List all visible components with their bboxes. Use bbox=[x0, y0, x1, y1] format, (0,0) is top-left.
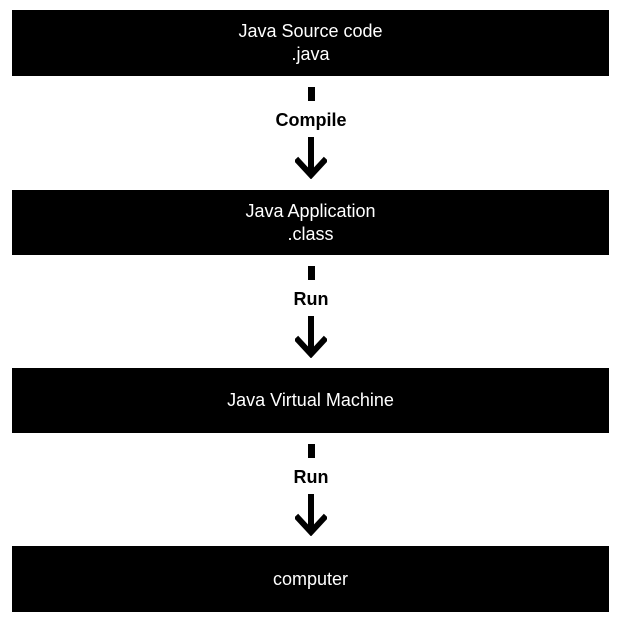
edge-dash bbox=[308, 87, 315, 101]
node-java-source-code: Java Source code .java bbox=[12, 10, 609, 76]
arrow-down-icon bbox=[295, 137, 327, 179]
edge-compile: Compile bbox=[211, 76, 411, 190]
edge-dash bbox=[308, 444, 315, 458]
edge-dash bbox=[308, 266, 315, 280]
edge-run-jvm: Run bbox=[211, 255, 411, 369]
node-extension: .java bbox=[291, 44, 330, 64]
arrow-down-icon bbox=[295, 494, 327, 536]
edge-label: Run bbox=[293, 289, 329, 309]
node-title: computer bbox=[272, 568, 349, 589]
edge-label: Run bbox=[293, 467, 329, 487]
arrow-down-icon bbox=[295, 316, 327, 358]
edge-run-computer: Run bbox=[211, 433, 411, 547]
node-extension: .class bbox=[287, 223, 334, 244]
node-java-application: Java Application .class bbox=[12, 190, 609, 255]
node-title: Java Application bbox=[245, 200, 376, 221]
edge-label: Compile bbox=[275, 110, 347, 130]
node-computer: computer bbox=[12, 546, 609, 612]
node-title: Java Virtual Machine bbox=[227, 390, 394, 410]
node-java-virtual-machine: Java Virtual Machine bbox=[12, 368, 609, 433]
node-title: Java Source code bbox=[238, 21, 383, 41]
